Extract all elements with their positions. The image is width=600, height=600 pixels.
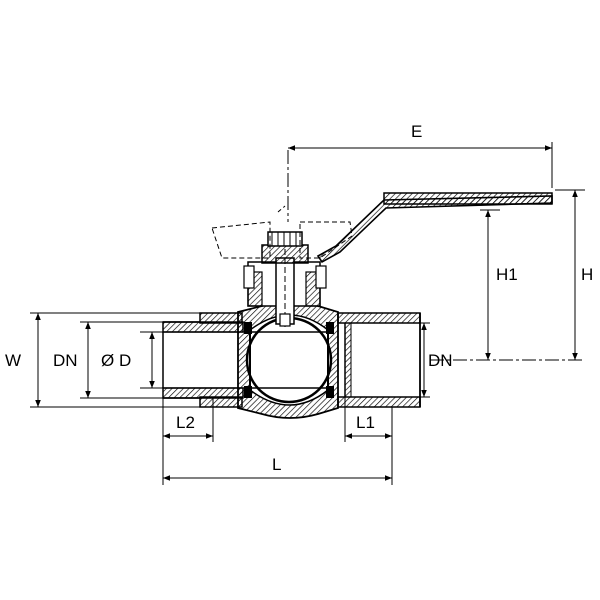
dimension-W (30, 312, 200, 408)
label-DN-right: DN (428, 351, 453, 370)
label-L: L (272, 455, 281, 474)
dimension-L2 (162, 398, 214, 485)
dimension-DN-left (80, 321, 163, 399)
label-phiD: Ø D (101, 351, 131, 370)
dimension-H1 (480, 209, 500, 360)
label-E: E (411, 122, 422, 141)
label-L1: L1 (356, 413, 375, 432)
dimension-phiD (140, 331, 163, 389)
label-W: W (5, 351, 21, 370)
center-lines (287, 150, 585, 361)
label-H1: H1 (496, 265, 518, 284)
valve-stem (243, 231, 327, 328)
dimension-DN-right (418, 322, 430, 398)
dimension-L1 (344, 397, 393, 485)
label-L2: L2 (176, 413, 195, 432)
valve-handle (211, 192, 553, 264)
dimension-H (555, 189, 585, 360)
valve-body (162, 301, 421, 419)
label-H: H (581, 265, 593, 284)
dimension-E (288, 142, 553, 188)
label-DN-left: DN (53, 351, 78, 370)
